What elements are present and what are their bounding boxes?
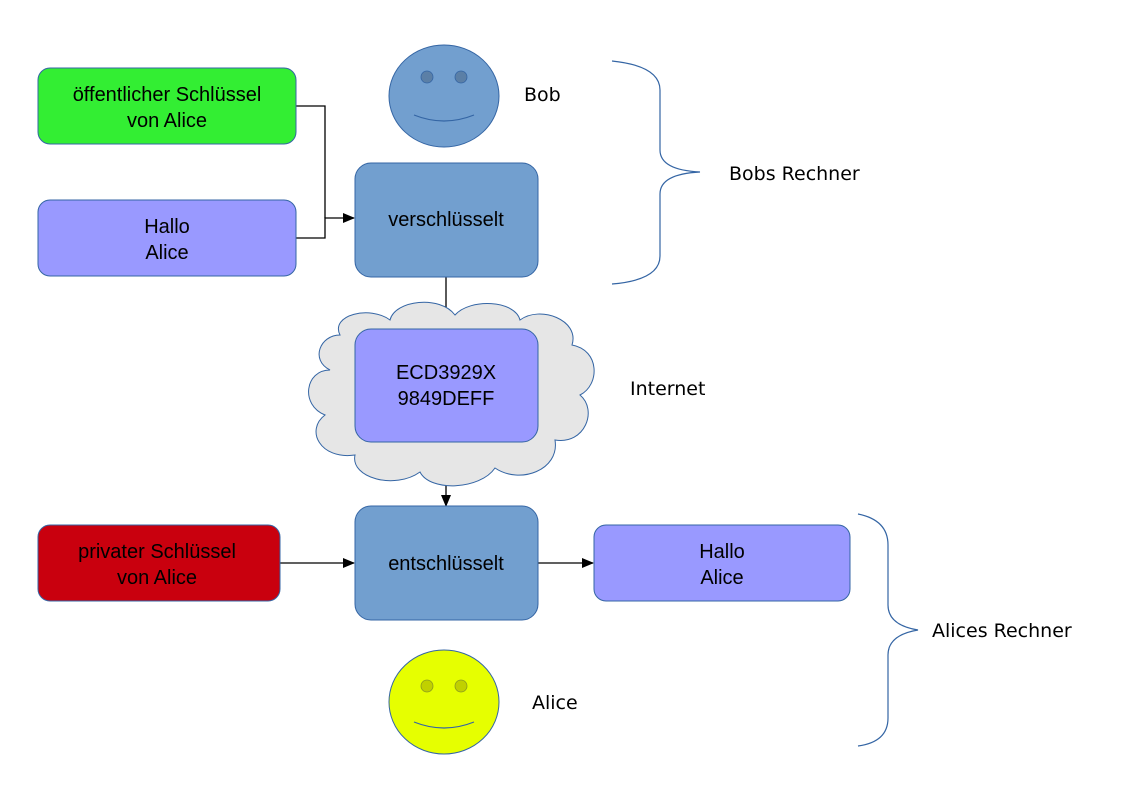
plaintext-message-bob-node: Hallo Alice [37,199,297,277]
plaintext-bob-line2: Alice [145,242,188,264]
ciphertext-line2: 9849DEFF [398,388,495,410]
alices-computer-label: Alices Rechner [932,620,1072,642]
internet-label: Internet [630,378,705,400]
plaintext-bob-line1: Hallo [144,216,190,238]
bobs-computer-label: Bobs Rechner [729,163,860,185]
plaintext-alice-line1: Hallo [699,541,745,563]
connector-message-to-encrypt [296,213,355,239]
private-key-line1: privater Schlüssel [78,541,236,563]
private-key-node: privater Schlüssel von Alice [37,524,281,602]
alices-computer-brace [857,513,919,747]
public-key-node: öffentlicher Schlüssel von Alice [37,67,297,145]
private-key-line2: von Alice [117,567,197,589]
bobs-computer-brace [611,60,701,285]
encrypt-label: verschlüsselt [388,209,504,231]
alice-label: Alice [532,692,578,714]
ciphertext-node: ECD3929X 9849DEFF [354,328,539,443]
plaintext-message-alice-node: Hallo Alice [593,524,851,602]
alice-face-icon [388,649,500,755]
public-key-line2: von Alice [127,110,207,132]
bob-face-icon [388,44,500,148]
ciphertext-line1: ECD3929X [396,362,496,384]
bob-label: Bob [524,84,561,106]
connector-public-key-to-encrypt [296,105,326,218]
decrypt-label: entschlüsselt [388,553,504,575]
plaintext-alice-line2: Alice [700,567,743,589]
decrypt-node: entschlüsselt [354,505,539,621]
encrypt-node: verschlüsselt [354,162,539,278]
public-key-line1: öffentlicher Schlüssel [73,84,262,106]
